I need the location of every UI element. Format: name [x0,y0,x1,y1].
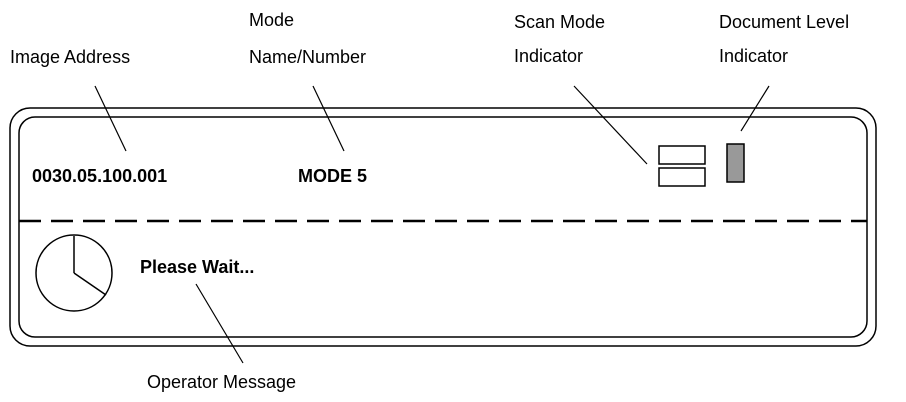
document-level-callout-line2: Indicator [719,46,789,66]
mode-value: MODE 5 [298,166,368,186]
image-address-callout: Image Address [10,47,131,67]
image-address-value: 0030.05.100.001 [32,166,168,186]
leader-scan-mode [573,85,648,165]
document-level-callout-line1: Document Level [719,12,850,32]
mode-callout-line2: Name/Number [249,47,367,67]
leader-image-address [94,85,127,152]
document-level-indicator-icon [726,143,745,183]
display-inner-frame [18,116,868,338]
scan-mode-indicator-icon [658,145,706,187]
leader-document-level [740,85,770,132]
scan-mode-callout-line1: Scan Mode [514,12,606,32]
leader-operator-message [195,283,244,364]
operator-message-callout: Operator Message [147,372,297,392]
display-outer-frame [9,107,877,347]
scan-mode-callout-line2: Indicator [514,46,584,66]
operator-message-value: Please Wait... [140,257,255,277]
leader-mode [312,85,345,152]
mode-callout-line1: Mode [249,10,295,30]
clock-icon [35,234,113,312]
